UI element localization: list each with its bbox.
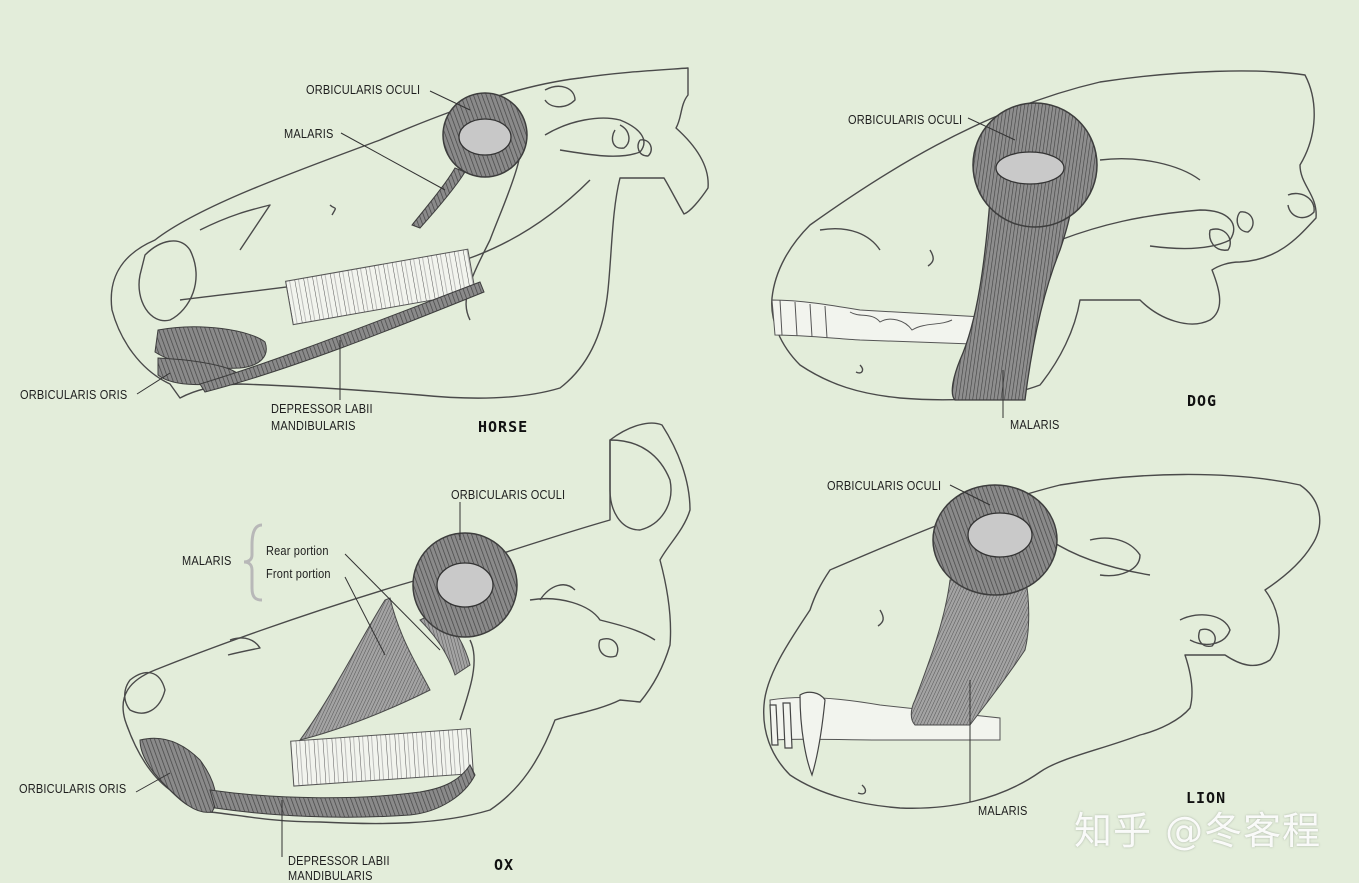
lion-skull [763,473,1321,809]
horse-leader-lines [136,90,471,400]
ox-skull [122,422,691,825]
horse-label-depressor-line2: MANDIBULARIS [271,419,356,433]
lion-leader-lines [949,484,991,802]
dog-species-title: DOG [1187,392,1218,410]
horse-label-orbicularis-oris: ORBICULARIS ORIS [20,388,128,402]
horse-species-title: HORSE [478,418,529,436]
ox-label-depressor-line2: MANDIBULARIS [288,869,373,883]
watermark: 知乎 @冬客程 [1074,809,1322,853]
lion-species-title: LION [1186,789,1227,807]
dog-teeth-detail [779,299,953,339]
dog-label-orbicularis-oculi: ORBICULARIS OCULI [848,113,963,127]
dog-leader-lines [967,117,1016,418]
ox-label-orbicularis-oris: ORBICULARIS ORIS [19,782,127,796]
ox-muscles [139,532,518,818]
horse-muscles [154,92,528,393]
horse-label-depressor-line1: DEPRESSOR LABII [271,402,373,416]
ox-label-malaris: MALARIS [182,554,232,568]
ox-malaris-brace [243,523,263,602]
lion-label-orbicularis-oculi: ORBICULARIS OCULI [827,479,942,493]
dog-muscles [951,102,1098,401]
dog-teeth [771,299,1001,346]
horse-label-malaris: MALARIS [284,127,334,141]
dog-skull [771,70,1317,401]
lion-muscles [910,484,1058,726]
lion-fangs [769,691,826,777]
ox-label-orbicularis-oculi: ORBICULARIS OCULI [451,488,566,502]
ox-label-rear-portion: Rear portion [266,544,329,558]
ox-teeth [290,728,474,787]
ox-species-title: OX [494,856,515,874]
dog-label-malaris: MALARIS [1010,418,1060,432]
horse-label-orbicularis-oculi: ORBICULARIS OCULI [306,83,421,97]
ox-label-front-portion: Front portion [266,567,331,581]
ox-label-depressor-line1: DEPRESSOR LABII [288,854,390,868]
lion-label-malaris: MALARIS [978,804,1028,818]
ox-leader-lines [135,502,461,857]
horse-teeth [284,248,476,326]
